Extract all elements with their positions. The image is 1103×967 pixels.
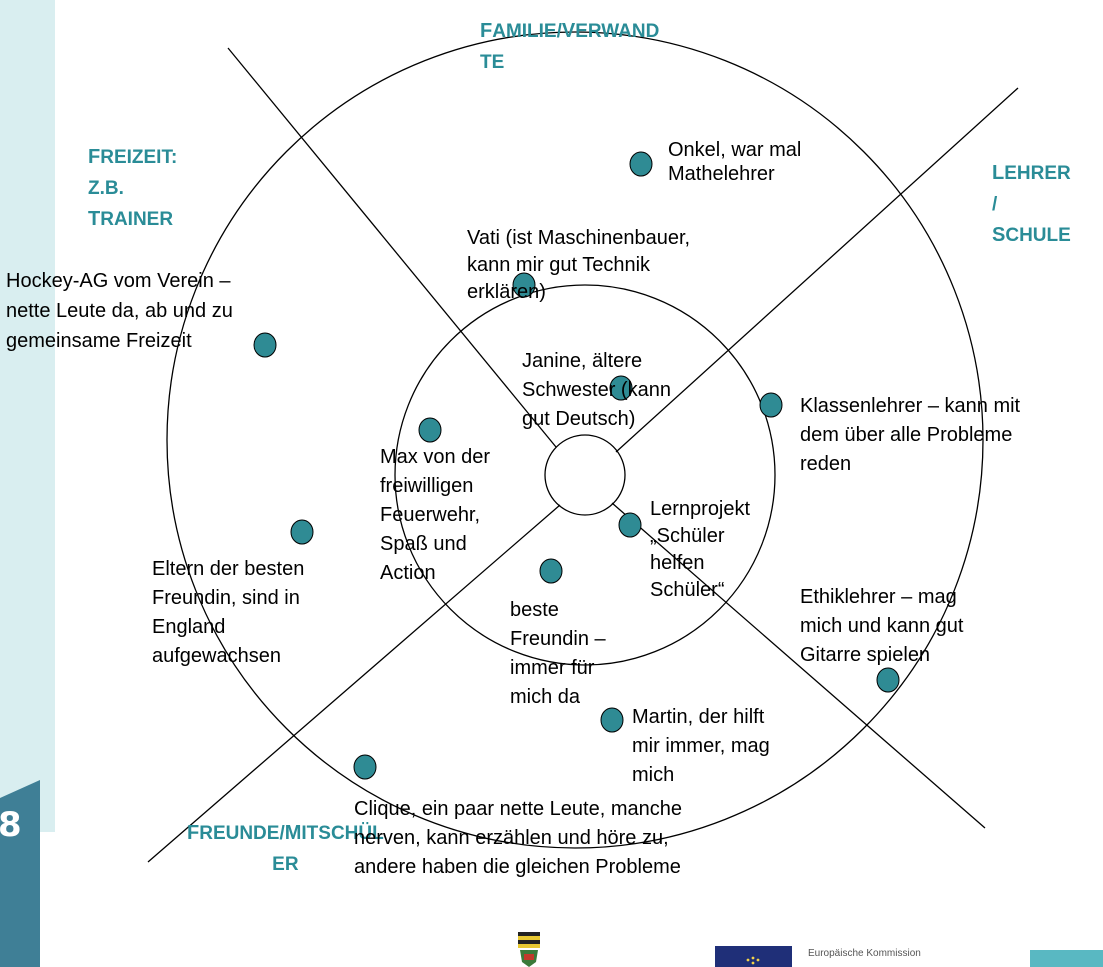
dot-freundin xyxy=(539,558,563,584)
eu-flag-icon xyxy=(715,946,792,967)
corner-logo-tile xyxy=(1030,950,1103,967)
outer-circle xyxy=(166,31,984,849)
svg-text:8: 8 xyxy=(0,805,22,845)
node-hockey: Hockey-AG vom Verein –nette Leute da, ab… xyxy=(6,270,233,352)
dot-janine xyxy=(609,375,633,401)
dot-vati xyxy=(512,272,536,298)
person-dots xyxy=(253,151,900,780)
diagonal-line-sw xyxy=(147,504,561,863)
dot-hockey xyxy=(253,332,277,358)
dot-onkel xyxy=(629,151,653,177)
state-coat-of-arms-icon xyxy=(518,932,540,967)
diagonal-line-ne xyxy=(615,87,1019,453)
dot-clique xyxy=(353,754,377,780)
dot-ethik xyxy=(876,667,900,693)
category-family-label: FAMILIE/VERWAND TE xyxy=(480,20,660,73)
diagonal-line-se xyxy=(611,502,986,829)
center-circle xyxy=(544,434,626,516)
diagonal-line-nw xyxy=(227,47,557,448)
inner-circle xyxy=(394,284,776,666)
category-freunde-label: FREUNDE/MITSCHÜL ER xyxy=(187,822,384,875)
node-vati: Vati (ist Maschinenbauer,kann mir gut Te… xyxy=(467,227,691,303)
dot-lernprojekt xyxy=(618,512,642,538)
dot-max xyxy=(418,417,442,443)
eu-commission-label: Europäische Kommission xyxy=(808,948,921,959)
category-lehrer-label: LEHRER / SCHULE xyxy=(992,162,1071,246)
dot-martin xyxy=(600,707,624,733)
left-sidebar-band xyxy=(0,0,55,832)
category-freizeit-label: FREIZEIT: Z.B. TRAINER xyxy=(88,146,178,230)
dot-eltern xyxy=(290,519,314,545)
dot-klassenlehrer xyxy=(759,392,783,418)
corner-badge-icon: 8 xyxy=(0,780,40,967)
